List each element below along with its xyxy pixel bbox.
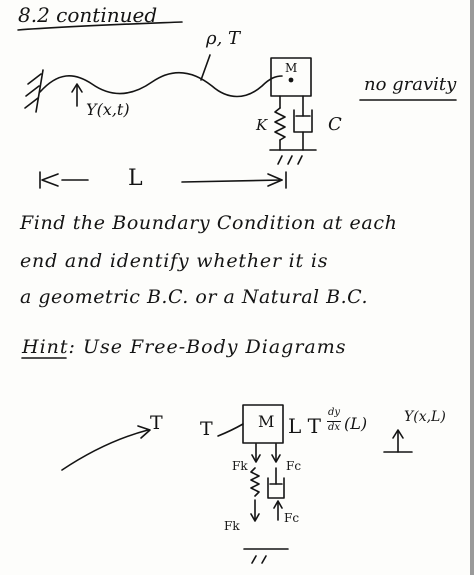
ground (269, 149, 317, 165)
fbd-slope-fraction-bar (327, 421, 341, 422)
mass-block (270, 57, 312, 97)
rho-t-pointer (200, 54, 211, 81)
length-label: L (128, 166, 143, 191)
deflection-arrow (71, 83, 83, 107)
fbd-deflection-arrow (383, 429, 413, 453)
fbd-slope-arg: (L) (344, 414, 368, 433)
fbd-damper-force-top: Fc (286, 459, 302, 473)
mass-label: M (285, 61, 298, 75)
fbd-damper (267, 467, 285, 499)
fbd-bottom-arrows (250, 499, 283, 522)
fbd-reaction-arrows (251, 443, 281, 463)
spring-label: K (256, 116, 268, 134)
no-gravity-note: no gravity (364, 74, 457, 95)
hint-text: Hint: Use Free-Body Diagrams (22, 336, 347, 358)
fbd-ground (243, 548, 289, 564)
fbd-slope-numerator: dy (328, 407, 341, 418)
fbd-damper-force-bottom: Fc (284, 511, 300, 525)
fbd-spring-force-top: Fk (232, 459, 248, 473)
fbd-mass-label: M (258, 412, 275, 431)
length-dimension (39, 171, 287, 189)
rho-t-label: ρ, T (206, 28, 241, 49)
problem-line-1: Find the Boundary Condition at each (20, 212, 398, 234)
fbd-slope-denominator: dx (328, 422, 341, 433)
fbd-spring (250, 467, 260, 497)
problem-line-3: a geometric B.C. or a Natural B.C. (20, 286, 369, 308)
fbd-near-tension-label: T (200, 418, 213, 440)
left-wall (24, 69, 44, 113)
fbd-tension-arrow (61, 425, 151, 471)
fbd-deflection-label: Y(x,L) (404, 409, 446, 425)
string-curve (39, 71, 283, 98)
deflection-label: Y(x,t) (86, 100, 130, 119)
problem-line-2: end and identify whether it is (20, 250, 329, 272)
fbd-mass-block (242, 404, 284, 444)
damper-label: C (328, 114, 342, 135)
fbd-slope-term: L T (288, 414, 321, 438)
mass-attachment-point (288, 77, 294, 83)
fbd-near-tension-line (217, 423, 244, 437)
title-underline (17, 21, 183, 31)
damper (293, 95, 313, 151)
fbd-tension-label: T (150, 412, 163, 434)
fbd-spring-force-bottom: Fk (224, 519, 240, 533)
spring (274, 95, 286, 151)
page-title: 8.2 continued (18, 3, 158, 27)
